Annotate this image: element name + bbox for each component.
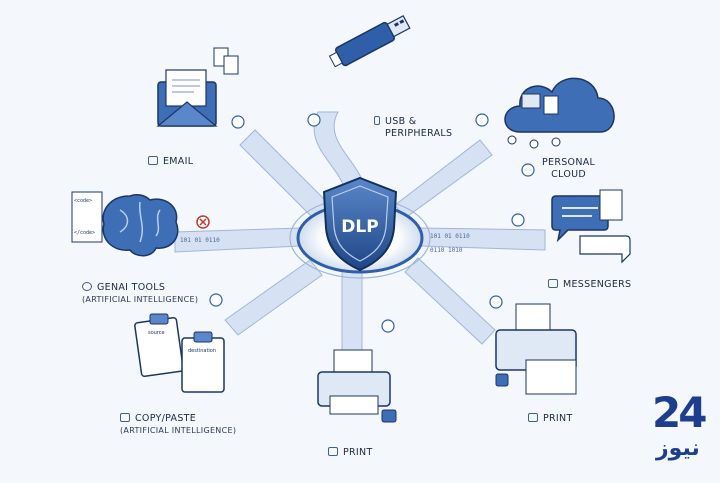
binary-text: 101 01 0110 <box>180 237 220 244</box>
binary-text: 101 01 0110 <box>430 233 470 240</box>
messengers-label: MESSENGERS <box>548 279 631 291</box>
document-icon <box>213 47 239 75</box>
usb-label: USB &PERIPHERALS <box>374 116 452 140</box>
svg-text:source: source <box>148 330 165 336</box>
binary-text: 0110 1010 <box>430 247 463 254</box>
lane-binary: 101 01 0110 101 01 0110 0110 1010 <box>180 233 470 254</box>
usb-drive-icon <box>328 14 411 68</box>
copy-icon <box>120 413 130 422</box>
clipboard-icon: source <box>134 313 184 378</box>
blocked-icon <box>196 215 210 229</box>
dlp-title: DLP <box>341 217 378 237</box>
logo-number: 24 <box>652 388 707 437</box>
svg-text:<code>: <code> <box>74 198 92 204</box>
code-panel-icon: <code> </code> <box>71 191 103 243</box>
brain-icon <box>102 194 179 257</box>
lane-cloud <box>394 139 493 219</box>
check-icons <box>209 113 535 333</box>
usb-icon <box>374 116 380 125</box>
data-lanes <box>174 111 546 356</box>
cloud-icon <box>504 77 615 149</box>
email-label: EMAIL <box>148 156 193 168</box>
mail-icon <box>148 156 158 165</box>
svg-text:destination: destination <box>188 348 216 354</box>
clipboard-icon: destination <box>181 331 225 393</box>
ai-icon <box>82 282 92 291</box>
logo-text: نيوز <box>656 436 700 461</box>
lane-print-right <box>404 257 496 345</box>
chat-bubbles-icon <box>551 189 631 264</box>
chat-icon <box>548 279 558 288</box>
envelope-icon <box>156 69 218 127</box>
lane-copypaste <box>224 259 323 336</box>
printer-icon <box>317 349 397 423</box>
genai-label: GENAI TOOLS(ARTIFICIAL INTELLIGENCE) <box>82 282 199 304</box>
copypaste-label: COPY/PASTE(ARTIFICIAL INTELLIGENCE) <box>120 413 237 435</box>
print-center-label: PRINT <box>328 447 373 459</box>
printer-icon <box>495 303 577 395</box>
print-icon <box>328 447 338 456</box>
print-right-label: PRINT <box>528 413 573 425</box>
brand-logo: 24 نيوز <box>650 388 712 470</box>
lane-print-center <box>341 267 363 356</box>
svg-text:</code>: </code> <box>74 230 95 236</box>
print-icon <box>528 413 538 422</box>
